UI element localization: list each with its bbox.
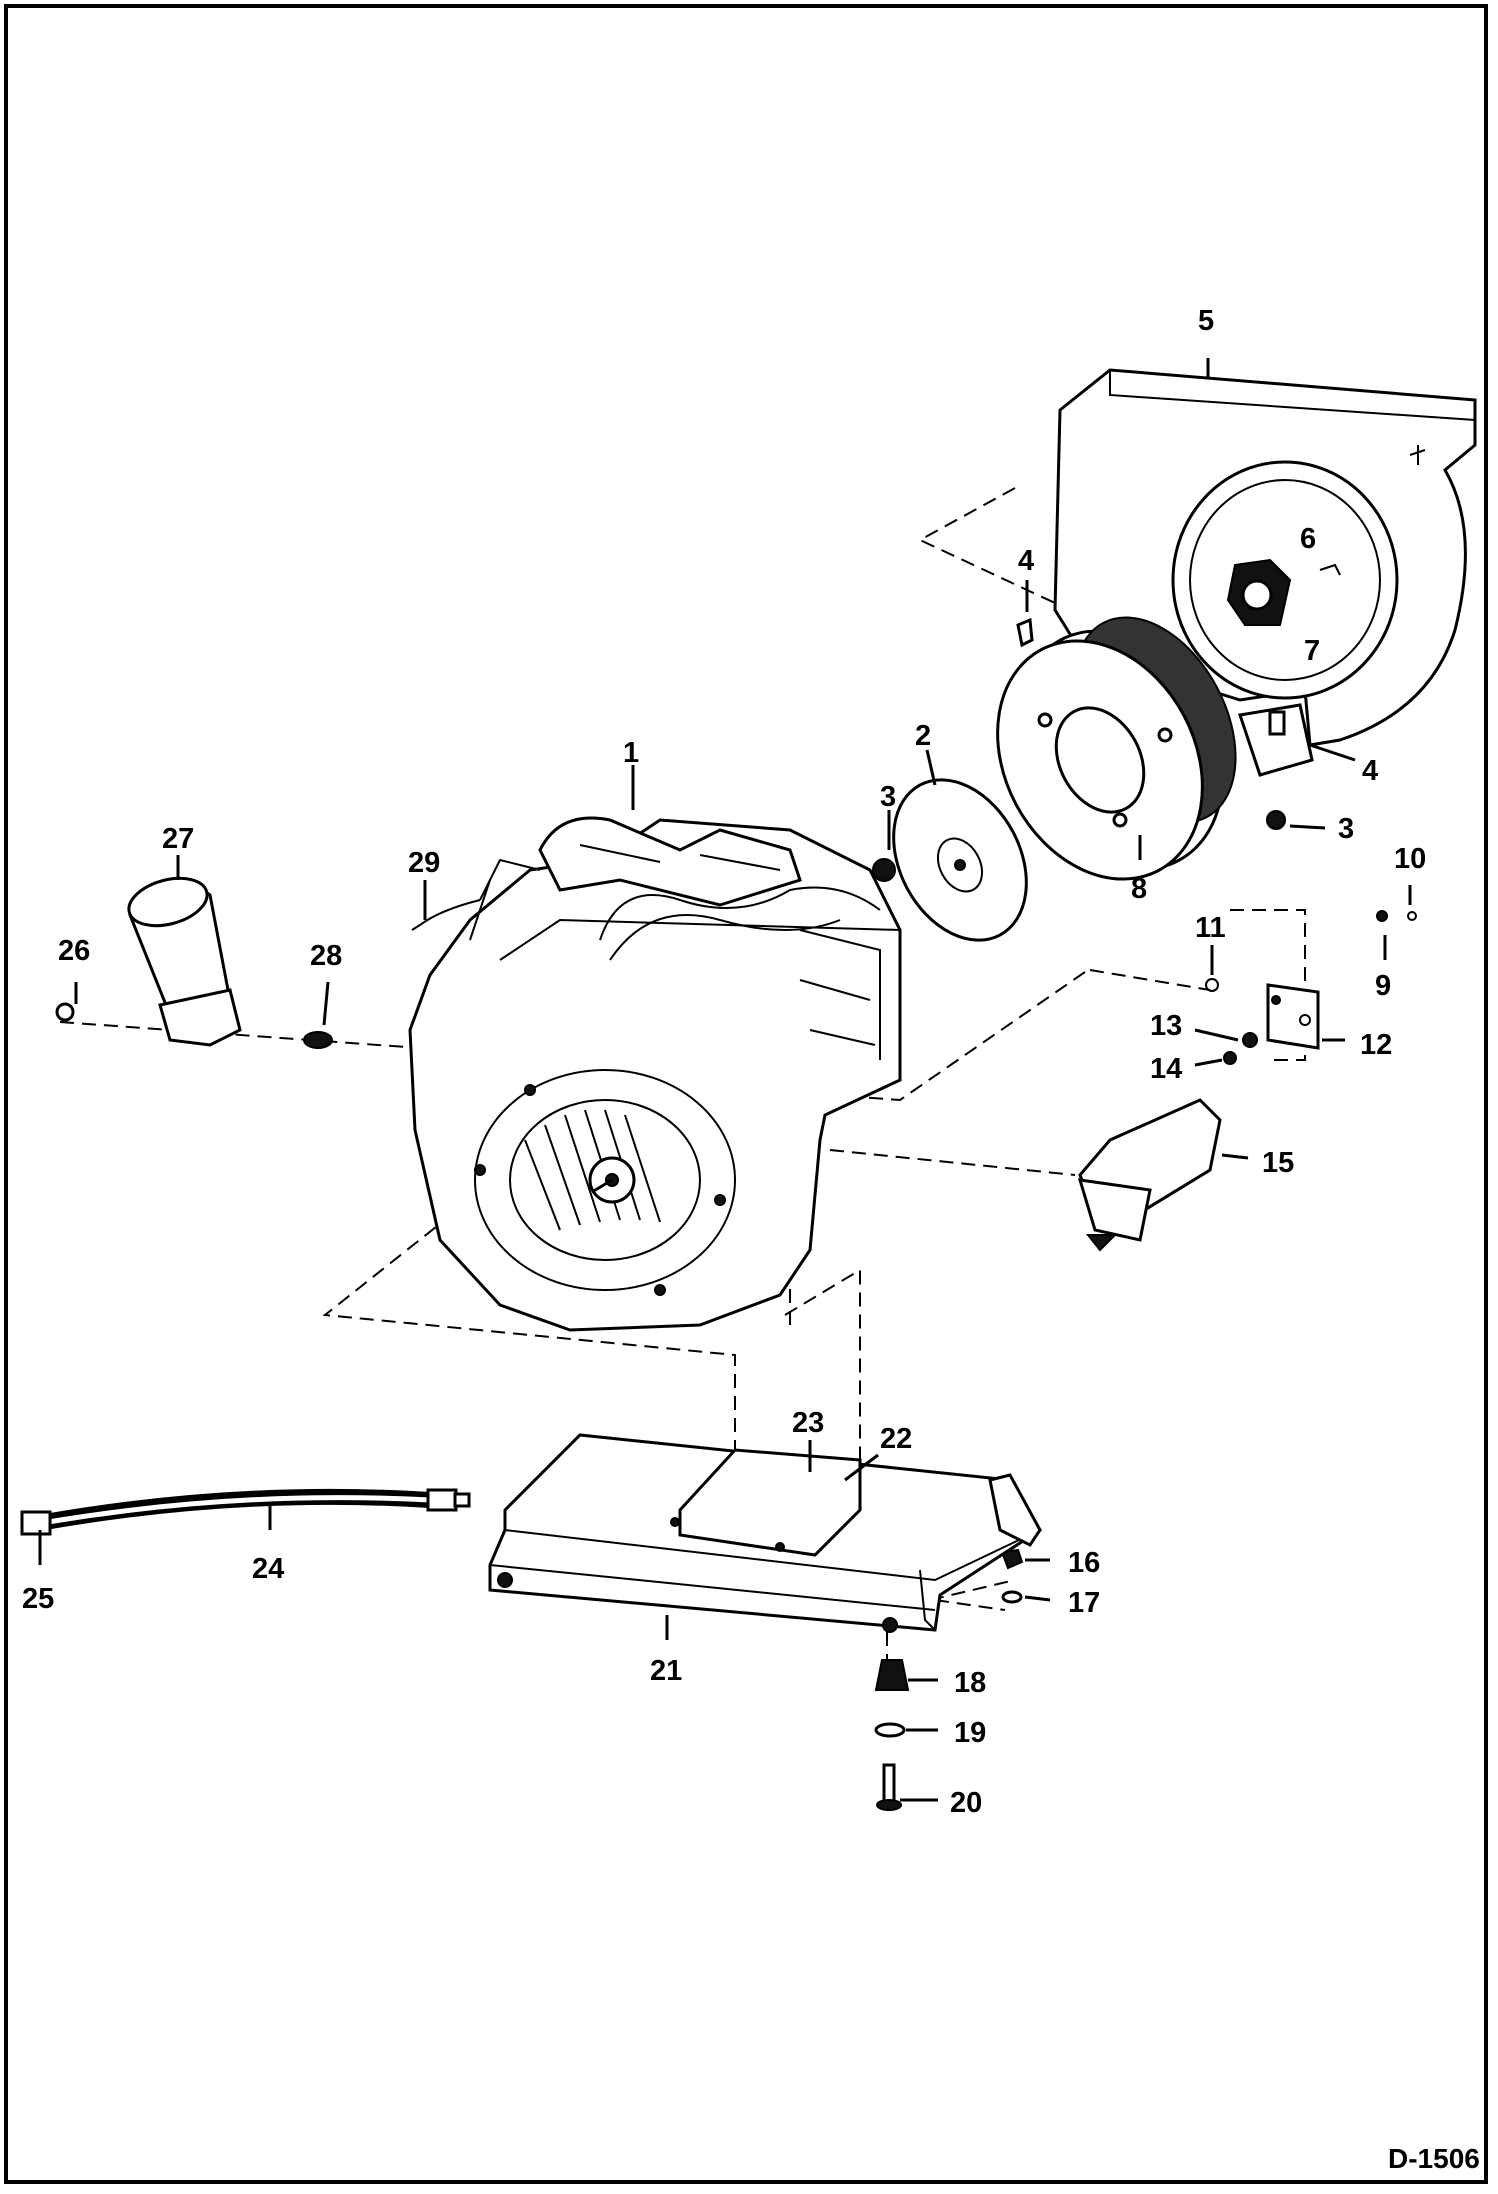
callout-24: 24 [252, 1553, 284, 1585]
callout-29: 29 [408, 847, 440, 879]
engine [408, 816, 902, 1332]
callout-22: 22 [880, 1423, 912, 1455]
callout-12: 12 [1360, 1029, 1392, 1061]
callout-4: 4 [1362, 755, 1378, 787]
flywheel [996, 616, 1237, 881]
oil-filter [127, 876, 242, 1047]
leader-lines [38, 358, 1412, 1802]
callout-3: 3 [880, 781, 896, 813]
engine-base [488, 1433, 1043, 1633]
callout-4: 4 [1018, 545, 1034, 577]
callout-8: 8 [1131, 873, 1147, 905]
callout-28: 28 [310, 940, 342, 972]
callout-9: 9 [1375, 970, 1391, 1002]
callout-26: 26 [58, 935, 90, 967]
callout-3: 3 [1338, 813, 1354, 845]
callout-2: 2 [915, 720, 931, 752]
callout-25: 25 [22, 1583, 54, 1615]
callout-16: 16 [1068, 1547, 1100, 1579]
callout-13: 13 [1150, 1010, 1182, 1042]
callout-11: 11 [1195, 912, 1226, 944]
callout-1: 1 [623, 737, 639, 769]
callout-15: 15 [1262, 1147, 1294, 1179]
callout-27: 27 [162, 823, 194, 855]
callout-14: 14 [1150, 1053, 1182, 1085]
oil-drain-hose [20, 1488, 471, 1536]
callout-10: 10 [1394, 843, 1426, 875]
figure-id: D-1506 [1388, 2143, 1480, 2174]
callout-20: 20 [950, 1787, 982, 1819]
callout-23: 23 [792, 1407, 824, 1439]
callout-18: 18 [954, 1667, 986, 1699]
callout-7: 7 [1304, 635, 1320, 667]
adapter-plate [892, 778, 1028, 942]
callout-17: 17 [1068, 1587, 1100, 1619]
callout-19: 19 [954, 1717, 986, 1749]
callout-5: 5 [1198, 305, 1214, 337]
callout-labels: 1 2 3 3 4 4 5 6 7 8 9 10 11 12 13 14 15 … [22, 305, 1426, 1819]
callout-6: 6 [1300, 523, 1316, 555]
callout-21: 21 [650, 1655, 682, 1687]
